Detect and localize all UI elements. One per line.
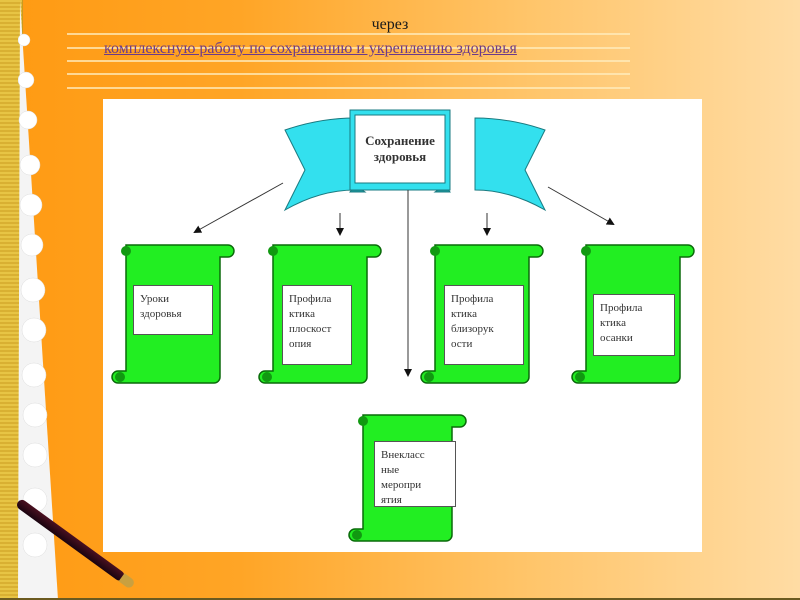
scroll-curl (358, 416, 368, 426)
scroll-curl (424, 372, 434, 382)
scroll-curl (262, 372, 272, 382)
scroll-curl (115, 372, 125, 382)
arrow (547, 186, 615, 225)
decor-rule (67, 87, 630, 89)
scroll-curl (430, 246, 440, 256)
center-title-line1: Сохранение (365, 133, 435, 148)
decor-rule (67, 47, 630, 49)
title-link[interactable]: комплексную работу по сохранению и укреп… (104, 40, 517, 57)
decor-rule (67, 73, 630, 75)
title-line-1: через (371, 16, 409, 33)
decor-rule (67, 60, 630, 62)
scroll-curl (352, 530, 362, 540)
center-title-line2: здоровья (373, 149, 427, 164)
scroll-curl (581, 246, 591, 256)
arrow (193, 182, 284, 233)
scroll-curl (575, 372, 585, 382)
bottom-border (0, 598, 800, 600)
center-title: Сохранение здоровья (350, 113, 450, 185)
lace-decoration (18, 0, 58, 600)
scroll-curl (268, 246, 278, 256)
decor-rule (67, 33, 630, 35)
scroll-curl (121, 246, 131, 256)
